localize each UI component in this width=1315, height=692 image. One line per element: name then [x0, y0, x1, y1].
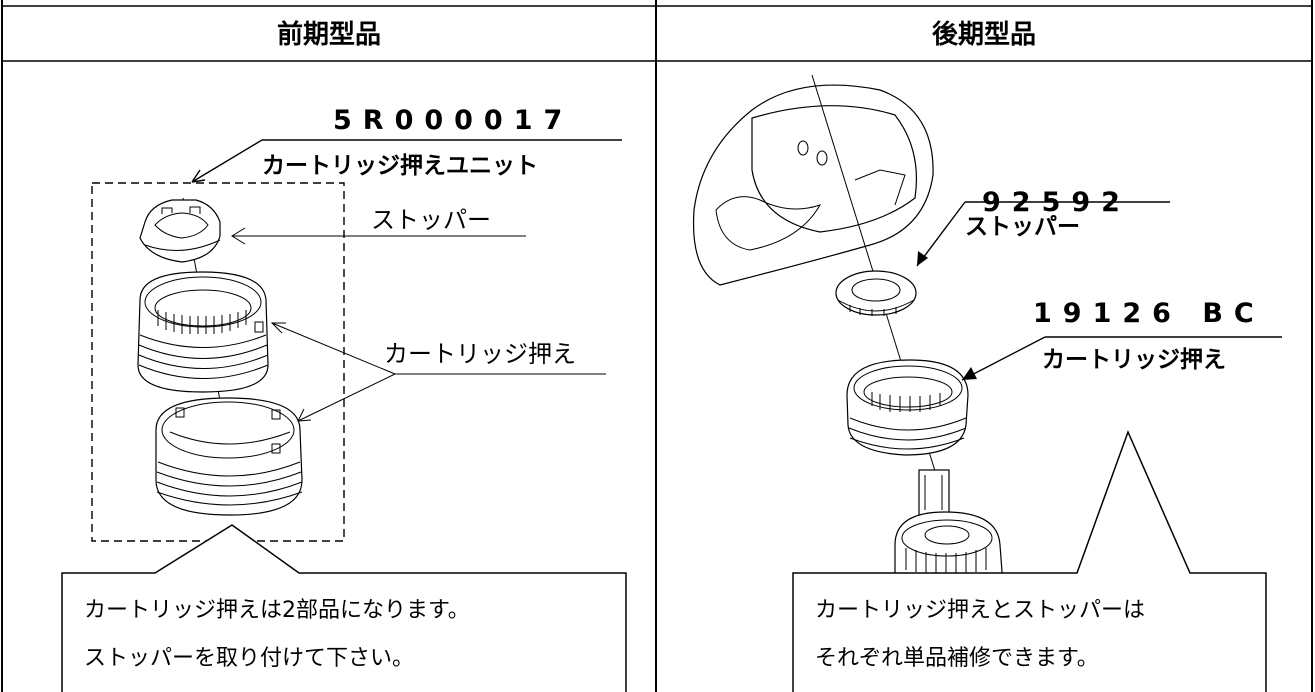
left-panel: 5R000017 カートリッジ押えユニット — [61, 105, 627, 692]
right-header: 後期型品 — [932, 19, 1036, 50]
left-header: 前期型品 — [277, 19, 381, 50]
cartridge-body — [894, 469, 1004, 586]
cartridge-holder-label-left: カートリッジ押え — [384, 340, 576, 368]
left-note-line1: カートリッジ押えは2部品になります。 — [84, 598, 470, 623]
stopper-part-name-right: ストッパー — [965, 214, 1080, 240]
stopper-part-right — [835, 270, 917, 316]
stopper-label-left: ストッパー — [371, 206, 491, 234]
left-note-box — [61, 524, 627, 692]
cartridge-holder-upper-left — [137, 271, 269, 393]
holder-part-name-right: カートリッジ押え — [1042, 347, 1226, 373]
stopper-part-left — [139, 199, 221, 263]
right-note-box — [792, 429, 1267, 692]
right-note-line2: それぞれ単品補修できます。 — [815, 646, 1099, 671]
cartridge-holder-right — [846, 359, 969, 456]
lever-handle — [692, 84, 934, 286]
unit-part-number: 5R000017 — [333, 105, 573, 136]
right-panel: 92592 ストッパー 19126 BC カートリッジ押え カートリッジ押えとス… — [692, 74, 1282, 692]
unit-leader-arrow — [191, 139, 263, 183]
holder-part-number: 19126 BC — [1033, 298, 1265, 329]
unit-part-name: カートリッジ押えユニット — [262, 153, 538, 179]
left-note-line2: ストッパーを取り付けて下さい。 — [84, 646, 414, 671]
cartridge-holder-lower-left — [155, 397, 303, 516]
right-note-line1: カートリッジ押えとストッパーは — [815, 598, 1145, 623]
